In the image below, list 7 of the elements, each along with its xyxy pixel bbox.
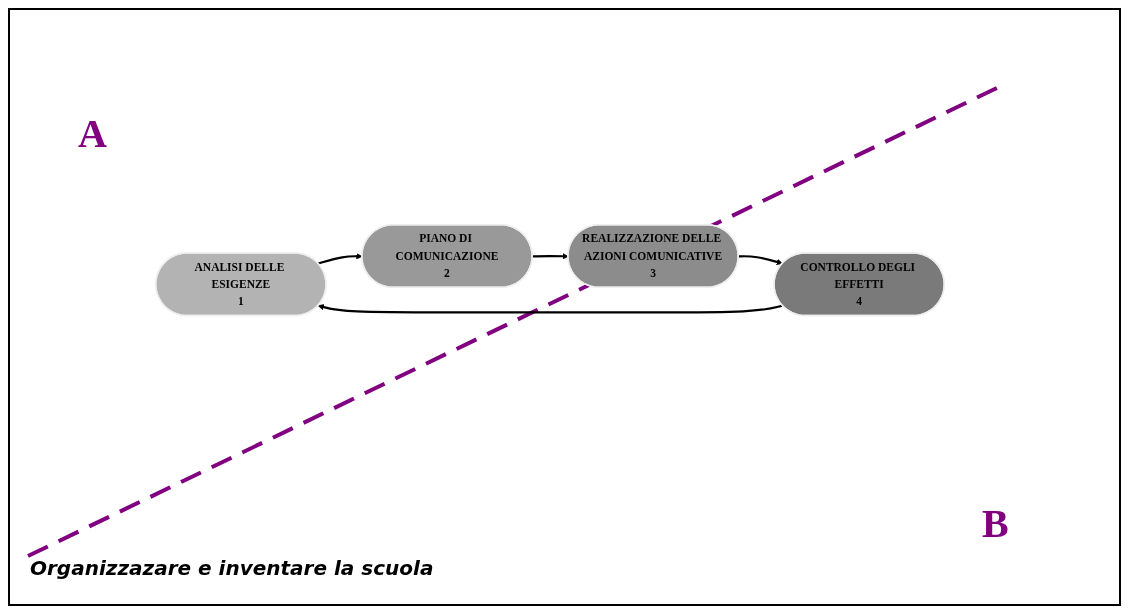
section-letter: A <box>78 110 107 157</box>
caption: Organizzazare e inventare la scuola <box>30 556 434 580</box>
arrow <box>317 303 783 314</box>
section-letter: B <box>982 500 1009 547</box>
arrow <box>532 253 569 260</box>
arrow <box>317 253 363 265</box>
arrow <box>738 255 783 265</box>
